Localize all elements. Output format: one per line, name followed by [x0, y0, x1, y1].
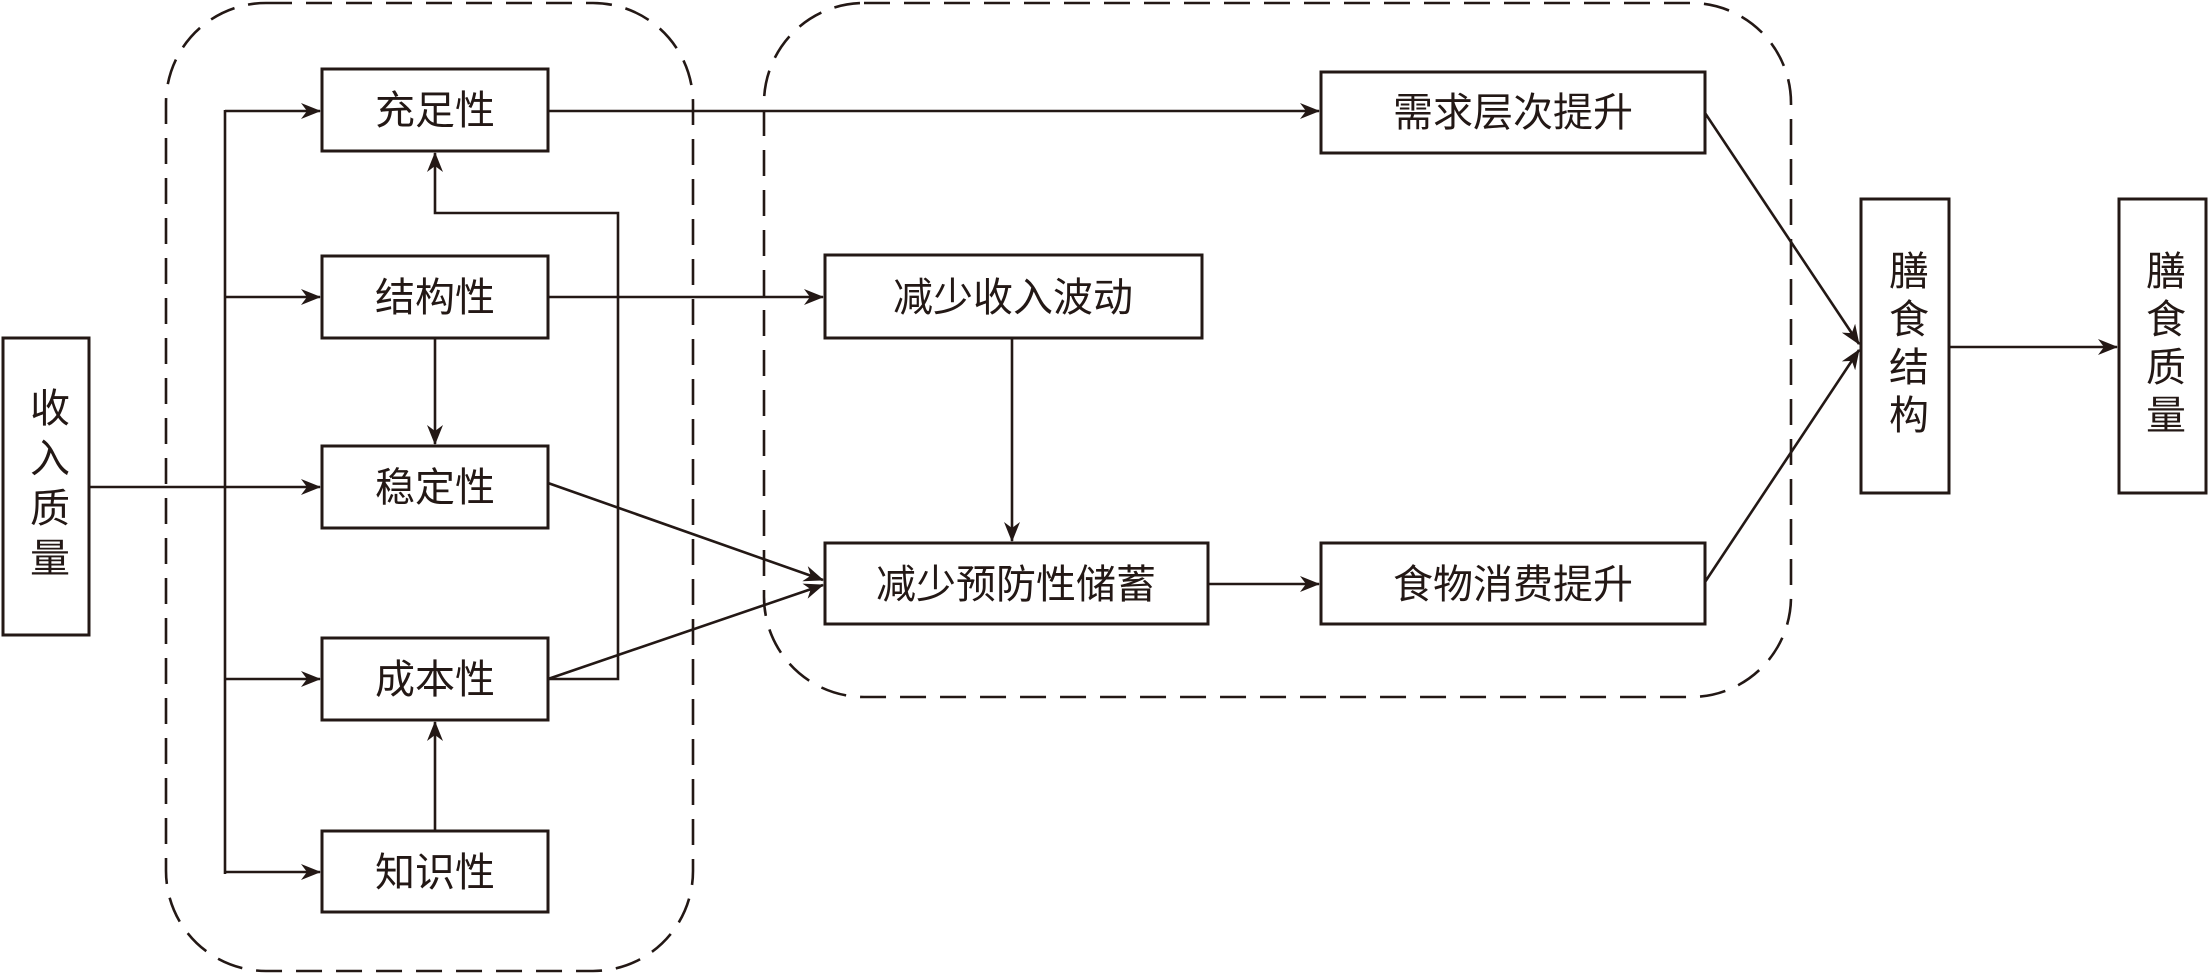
edge-cost-to-adequacy — [427, 152, 620, 681]
group-mechanisms — [762, 1, 1793, 699]
group-income-dimensions — [164, 1, 695, 973]
node-diet-quality-label: 膳食质量 — [2139, 250, 2185, 442]
edge-demand-to-diet-structure — [1703, 112, 1861, 345]
node-income-quality: 收入质量 — [1, 336, 91, 637]
node-stability-label: 稳定性 — [375, 465, 495, 511]
node-adequacy: 充足性 — [320, 67, 550, 153]
node-diet-quality: 膳食质量 — [2117, 197, 2208, 495]
node-reduce-income-fluctuation: 减少收入波动 — [823, 253, 1204, 340]
node-knowledge-label: 知识性 — [375, 850, 495, 896]
node-cost-label: 成本性 — [375, 657, 495, 703]
node-demand-level-upgrade: 需求层次提升 — [1319, 70, 1707, 155]
node-food-consumption-upgrade-label: 食物消费提升 — [1393, 562, 1633, 608]
node-food-consumption-upgrade: 食物消费提升 — [1319, 541, 1707, 626]
edge-cost-to-saving — [547, 583, 824, 681]
node-income-quality-label: 收入质量 — [23, 387, 69, 587]
node-reduce-precautionary-saving: 减少预防性储蓄 — [823, 541, 1210, 626]
edge-stability-to-saving — [547, 481, 824, 582]
node-structure-label: 结构性 — [375, 275, 495, 321]
node-stability: 稳定性 — [320, 444, 550, 530]
node-diet-structure-label: 膳食结构 — [1882, 250, 1928, 442]
connectors — [89, 103, 2118, 880]
node-reduce-precautionary-saving-label: 减少预防性储蓄 — [876, 562, 1156, 608]
node-reduce-income-fluctuation-label: 减少收入波动 — [893, 275, 1133, 321]
node-diet-structure: 膳食结构 — [1859, 197, 1951, 495]
node-structure: 结构性 — [320, 254, 550, 340]
node-adequacy-label: 充足性 — [375, 88, 495, 134]
node-cost: 成本性 — [320, 636, 550, 722]
node-demand-level-upgrade-label: 需求层次提升 — [1393, 90, 1633, 136]
edge-food-to-diet-structure — [1703, 349, 1861, 583]
node-knowledge: 知识性 — [320, 829, 550, 914]
